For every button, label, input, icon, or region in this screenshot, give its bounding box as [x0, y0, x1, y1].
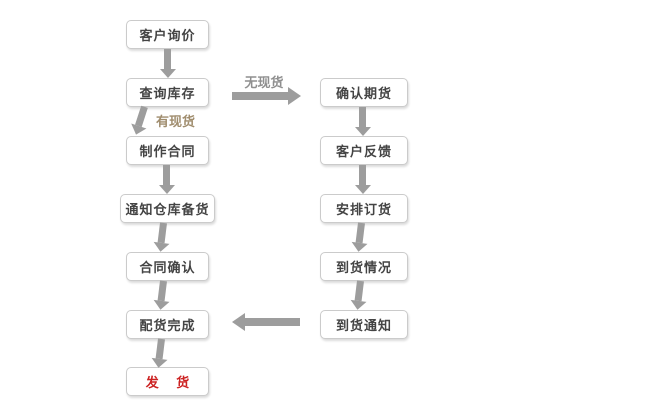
flow-node-confirm-futures: 确认期货	[320, 78, 408, 107]
flow-node-label: 制作合同	[139, 144, 196, 159]
flow-node-label: 安排订货	[335, 202, 392, 217]
flow-node-customer-inquiry: 客户询价	[126, 20, 209, 49]
flow-node-label: 发 货	[145, 375, 197, 390]
flow-node-label: 合同确认	[139, 260, 196, 275]
flow-node-notify-warehouse: 通知仓库备货	[120, 194, 215, 223]
flow-node-label: 到货情况	[335, 260, 392, 275]
arrow-down-icon	[350, 222, 370, 253]
arrow-down-icon	[160, 49, 176, 78]
flow-node-label: 确认期货	[335, 86, 392, 101]
arrow-down-icon	[150, 338, 170, 369]
arrow-down-icon	[152, 280, 172, 311]
arrow-down-icon	[355, 107, 371, 136]
flow-node-label: 到货通知	[335, 318, 392, 333]
flow-node-label: 通知仓库备货	[125, 202, 210, 217]
arrow-down-icon	[355, 165, 371, 194]
flow-node-arrival-notice: 到货通知	[320, 310, 408, 339]
flow-node-label: 查询库存	[139, 86, 196, 101]
flow-node-label: 客户询价	[139, 28, 196, 43]
arrow-down-icon	[128, 105, 152, 138]
branch-label-has-stock: 有现货	[156, 114, 196, 129]
flow-node-arrival-status: 到货情况	[320, 252, 408, 281]
flow-node-contract-confirm: 合同确认	[126, 252, 209, 281]
flow-node-customer-feedback: 客户反馈	[320, 136, 408, 165]
arrow-down-icon	[349, 280, 369, 311]
flow-node-allocation-complete: 配货完成	[126, 310, 209, 339]
flow-node-ship: 发 货	[126, 367, 209, 396]
branch-label-no-stock: 无现货	[244, 75, 284, 90]
flow-node-check-stock: 查询库存	[126, 78, 209, 107]
flow-node-arrange-order: 安排订货	[320, 194, 408, 223]
flow-node-label: 客户反馈	[335, 144, 392, 159]
arrow-down-icon	[152, 222, 172, 253]
arrow-down-icon	[159, 165, 175, 194]
flow-node-label: 配货完成	[139, 318, 196, 333]
flow-node-make-contract: 制作合同	[126, 136, 209, 165]
